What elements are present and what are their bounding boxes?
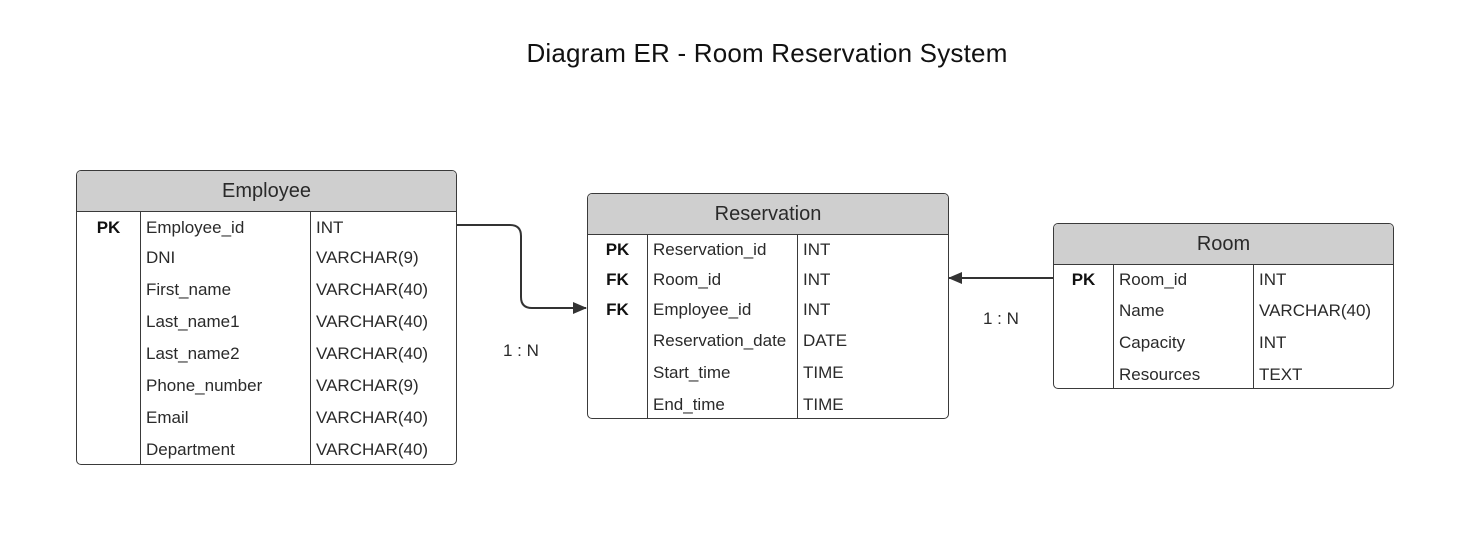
entity-row: First_name VARCHAR(40) (77, 280, 456, 302)
field-name: DNI (146, 248, 176, 267)
field-type: VARCHAR(40) (316, 312, 429, 331)
field-type: VARCHAR(40) (316, 344, 429, 363)
entity-row: Email VARCHAR(40) (77, 408, 456, 430)
column-divider (647, 235, 648, 418)
field-type: TIME (803, 363, 844, 382)
entity-row: PK Room_id INT (1054, 270, 1393, 292)
entity-room-body: PK Room_id INT Name VARCHAR(40) Capacity… (1054, 265, 1393, 388)
field-type: VARCHAR(40) (316, 440, 429, 459)
field-name: Last_name2 (146, 344, 240, 363)
field-name: First_name (146, 280, 232, 299)
entity-row: Department VARCHAR(40) (77, 440, 456, 462)
field-type: INT (803, 270, 831, 289)
entity-row: Phone_number VARCHAR(9) (77, 376, 456, 398)
field-type: INT (803, 300, 831, 319)
field-type: INT (1259, 333, 1287, 352)
field-name: Resources (1119, 365, 1201, 384)
entity-row: Last_name2 VARCHAR(40) (77, 344, 456, 366)
foreign-key-marker: FK (606, 300, 629, 319)
column-divider (797, 235, 798, 418)
entity-reservation-body: PK Reservation_id INT FK Room_id INT FK … (588, 235, 948, 418)
field-name: Start_time (653, 363, 731, 382)
field-name: Name (1119, 301, 1165, 320)
field-name: Employee_id (653, 300, 752, 319)
entity-room-header: Room (1054, 224, 1393, 265)
entity-row: Last_name1 VARCHAR(40) (77, 312, 456, 334)
field-name: Employee_id (146, 218, 245, 237)
entity-row: Start_time TIME (588, 363, 948, 385)
field-type: TEXT (1259, 365, 1303, 384)
field-type: DATE (803, 331, 848, 350)
field-name: Last_name1 (146, 312, 240, 331)
primary-key-marker: PK (96, 218, 121, 237)
field-name: Department (146, 440, 235, 459)
entity-row: Reservation_date DATE (588, 331, 948, 353)
primary-key-marker: PK (605, 240, 630, 259)
entity-row: FK Employee_id INT (588, 300, 948, 322)
cardinality-label-employee-reservation: 1 : N (503, 341, 539, 360)
foreign-key-marker: FK (606, 270, 629, 289)
entity-employee: Employee PK Employee_id INT DNI VARCHAR(… (76, 170, 457, 465)
entity-row: Resources TEXT (1054, 365, 1393, 387)
field-type: VARCHAR(40) (316, 408, 429, 427)
field-name: Reservation_date (653, 331, 787, 350)
entity-row: Name VARCHAR(40) (1054, 301, 1393, 323)
field-type: VARCHAR(9) (316, 248, 419, 267)
field-type: VARCHAR(40) (316, 280, 429, 299)
primary-key-marker: PK (1071, 270, 1096, 289)
entity-row: DNI VARCHAR(9) (77, 248, 456, 270)
field-name: Phone_number (146, 376, 263, 395)
entity-row: End_time TIME (588, 395, 948, 417)
entity-row: PK Employee_id INT (77, 218, 456, 240)
field-type: TIME (803, 395, 844, 414)
field-name: Reservation_id (653, 240, 767, 259)
employee-reservation-connector (456, 224, 587, 314)
entity-room: Room PK Room_id INT Name VARCHAR(40) Cap… (1053, 223, 1394, 389)
field-name: Room_id (653, 270, 722, 289)
field-name: Room_id (1119, 270, 1188, 289)
field-type: INT (316, 218, 344, 237)
entity-reservation-header: Reservation (588, 194, 948, 235)
field-type: INT (803, 240, 831, 259)
field-name: Capacity (1119, 333, 1186, 352)
cardinality-label-room-reservation: 1 : N (983, 309, 1019, 328)
column-divider (140, 212, 141, 464)
column-divider (310, 212, 311, 464)
entity-reservation: Reservation PK Reservation_id INT FK Roo… (587, 193, 949, 419)
entity-row: FK Room_id INT (588, 270, 948, 292)
field-name: End_time (653, 395, 725, 414)
field-type: INT (1259, 270, 1287, 289)
field-type: VARCHAR(40) (1259, 301, 1372, 320)
entity-row: PK Reservation_id INT (588, 240, 948, 262)
field-type: VARCHAR(9) (316, 376, 419, 395)
diagram-title: Diagram ER - Room Reservation System (526, 38, 1008, 68)
field-name: Email (146, 408, 189, 427)
entity-row: Capacity INT (1054, 333, 1393, 355)
column-divider (1113, 265, 1114, 388)
column-divider (1253, 265, 1254, 388)
entity-employee-header: Employee (77, 171, 456, 212)
entity-employee-body: PK Employee_id INT DNI VARCHAR(9) First_… (77, 212, 456, 464)
